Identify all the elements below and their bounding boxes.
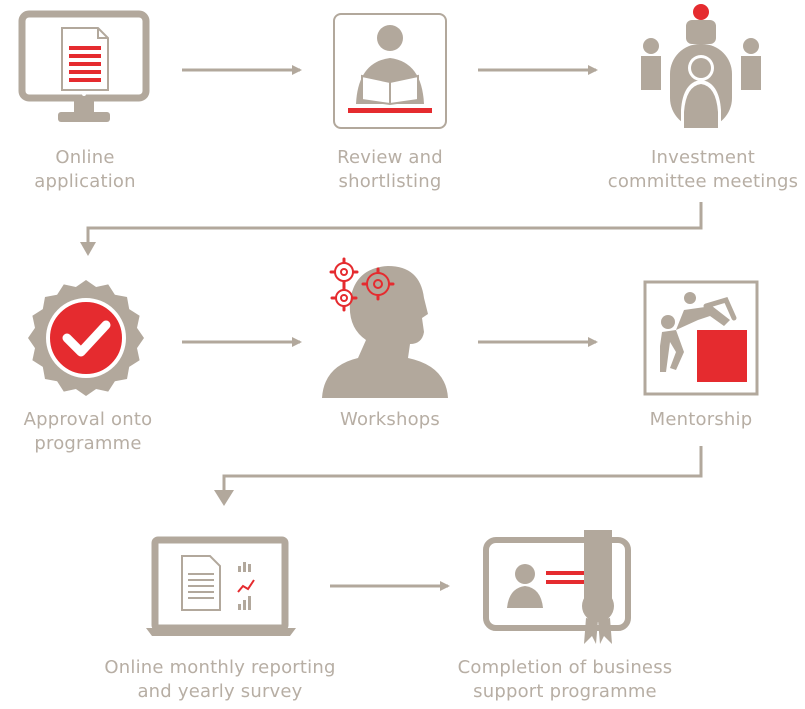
meeting-table-icon [641,4,761,128]
step-label-completion: Completion of business support programme [420,656,710,704]
step-label-online-application: Online application [10,146,160,194]
step-label-line2: application [34,171,136,192]
step-label-line2: support programme [473,681,657,702]
step-label-reporting: Online monthly reporting and yearly surv… [70,656,370,704]
approval-badge-icon [28,280,144,396]
head-gears-icon [322,257,448,398]
monitor-document-icon [18,10,150,122]
step-label-investment-committee: Investment committee meetings [605,146,801,194]
step-label-line2: programme [34,433,142,454]
mentor-climb-icon [643,280,759,396]
person-reading-icon [333,13,447,129]
step-label-mentorship: Mentorship [620,408,782,432]
laptop-report-icon [146,536,296,636]
step-label-line1: Mentorship [649,409,753,430]
step-label-approval: Approval onto programme [0,408,176,456]
step-label-line1: Workshops [340,409,440,430]
step-label-line1: Online [55,147,115,168]
step-label-line1: Online monthly reporting [104,657,336,678]
step-label-line1: Investment [651,147,755,168]
step-label-line2: committee meetings [607,171,799,192]
step-label-workshops: Workshops [310,408,470,432]
step-label-line2: shortlisting [338,171,442,192]
step-label-line1: Completion of business [457,657,673,678]
step-label-review-shortlisting: Review and shortlisting [310,146,470,194]
step-label-line1: Approval onto [23,409,153,430]
step-label-line1: Review and [337,147,443,168]
step-label-line2: and yearly survey [137,681,303,702]
certificate-icon [483,530,631,644]
